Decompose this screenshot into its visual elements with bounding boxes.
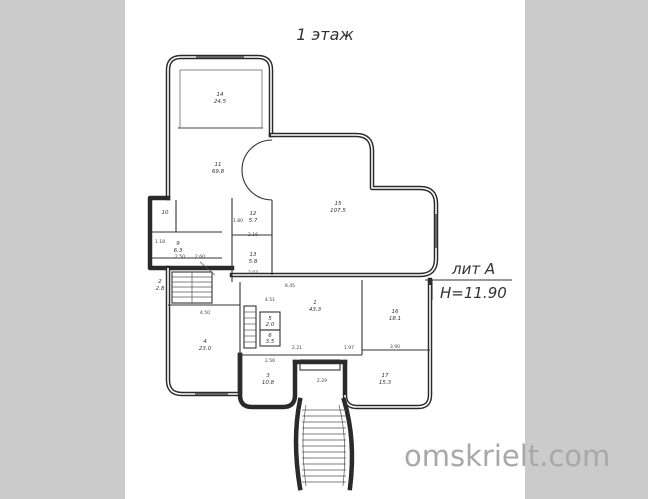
entrance-stair-right-rail (341, 397, 355, 491)
entry-vestibule (299, 359, 341, 371)
room-number: 2 (158, 279, 162, 285)
wall-room-3 (237, 352, 298, 410)
partitions (152, 69, 430, 394)
room-number: 4 (203, 339, 207, 345)
room-area: 18.1 (389, 316, 401, 322)
room-number: 13 (250, 252, 257, 258)
room-labels: 14 24.5 11 69.8 15 107.5 1 43.3 16 18.1 … (156, 92, 402, 386)
room-number: 10 (162, 210, 169, 216)
entrance-stair-right-inner (338, 404, 346, 487)
entrance-staircase (293, 397, 355, 491)
dimension-label: 2.07 (248, 270, 258, 276)
stair-arrow (199, 261, 216, 276)
closet-6 (259, 329, 281, 347)
room-area: 5.8 (249, 259, 258, 265)
dimension-label: 8.45 (285, 283, 295, 289)
room-area: 2.8 (156, 286, 165, 292)
room-area: 69.8 (212, 169, 225, 175)
dimension-label: 4.51 (265, 297, 275, 303)
dimension-label: 1.97 (344, 345, 354, 351)
dimension-label: 4.50 (200, 310, 210, 316)
dimension-label: 2.21 (292, 345, 302, 351)
room-number: 14 (217, 92, 224, 98)
dimension-label: 1.18 (155, 239, 165, 245)
paper (125, 0, 525, 499)
room-number: 1 (313, 300, 317, 306)
dimension-label: 2.29 (317, 378, 327, 384)
room-area: 3.5 (266, 339, 275, 345)
windows (195, 56, 437, 395)
lit-block: лит А Н=11.90 (425, 260, 512, 302)
room-number: 11 (215, 162, 222, 168)
height-label: Н=11.90 (440, 284, 507, 302)
left-staircase (171, 261, 216, 304)
room-number: 15 (335, 201, 342, 207)
room-number: 3 (266, 373, 270, 379)
wall-lower-block-inner (167, 268, 240, 395)
entrance-stair-left-rail (293, 397, 303, 491)
room-number: 6 (268, 333, 272, 339)
inner-staircase (243, 305, 257, 349)
dimension-label: 1.80 (233, 218, 243, 224)
room-area: 24.5 (214, 99, 227, 105)
wall-great-hall-inner (232, 134, 437, 276)
lit-label: лит А (451, 260, 495, 278)
inner-stairs-frame (243, 305, 257, 349)
room-area: 43.3 (309, 307, 322, 313)
room-number: 5 (268, 316, 272, 322)
dimension-label: 2.56 (265, 358, 275, 364)
room-area: 23.0 (199, 346, 212, 352)
room-number: 9 (176, 241, 180, 247)
room-area: 6.3 (174, 248, 183, 254)
dimension-labels: 4.50 4.51 8.45 3.90 2.29 1.97 2.21 2.56 … (155, 218, 400, 384)
dimension-label: 2.16 (248, 232, 258, 238)
room-area: 15.3 (379, 380, 392, 386)
room-number: 17 (382, 373, 389, 379)
hall-arc (241, 139, 273, 201)
dimension-label: 2.60 (195, 254, 205, 260)
floor-title: 1 этаж (296, 25, 354, 44)
room-area: 2.0 (266, 322, 275, 328)
room-area: 5.7 (249, 218, 258, 224)
room-area: 10.8 (262, 380, 275, 386)
room-area: 107.5 (330, 208, 346, 214)
dimension-label: 2.50 (175, 254, 185, 260)
room-number: 12 (250, 211, 257, 217)
dimension-label: 3.90 (390, 344, 400, 350)
room-number: 16 (392, 309, 399, 315)
entrance-stair-treads (302, 409, 346, 483)
watermark: omskrielt.com (404, 439, 610, 473)
wall-left-annex (147, 195, 235, 271)
top-room-outline (179, 69, 263, 129)
entrance-stair-left-inner (302, 404, 307, 487)
